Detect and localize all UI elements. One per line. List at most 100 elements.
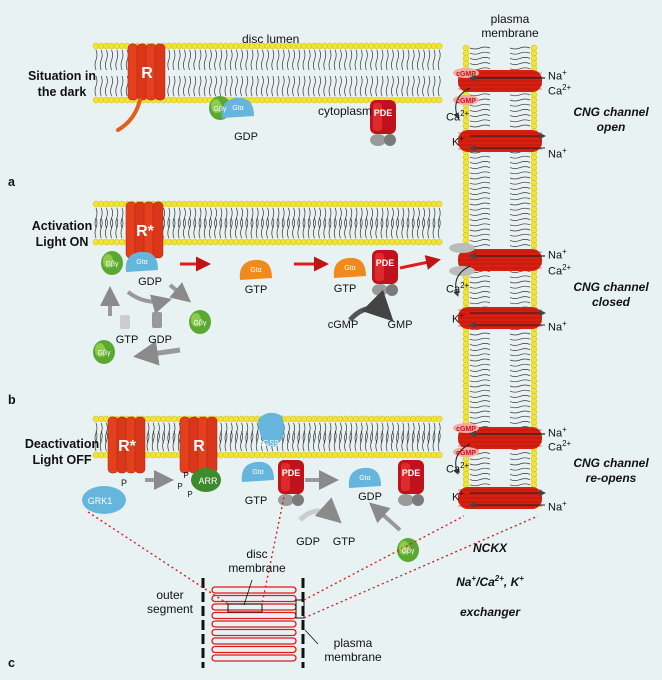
pde-label: PDE	[374, 108, 393, 118]
lipid-tail	[509, 296, 531, 299]
panel-b-title: Activation Light ON	[31, 219, 93, 249]
transducin-gbg-free	[93, 340, 115, 364]
lipid-tail	[193, 49, 197, 71]
gtp-label: GTP	[245, 284, 268, 296]
helix	[125, 201, 137, 259]
lipid-tail	[198, 75, 202, 97]
lipid-tail	[94, 75, 98, 97]
lipid-tail	[422, 217, 425, 239]
lipid-tail	[219, 422, 223, 444]
lipid-tail	[396, 217, 399, 239]
ca-arrow-b	[453, 265, 471, 297]
lipid-tail	[99, 430, 103, 452]
lipid-tail	[509, 415, 531, 419]
pde-gamma	[412, 494, 424, 506]
lipid-tail	[245, 75, 249, 97]
nckx-k-charge: +	[519, 574, 524, 583]
ion-k-a: K+	[452, 134, 465, 149]
pde-alpha	[373, 103, 382, 131]
pde-label: PDE	[402, 468, 421, 478]
lipid-tail	[427, 217, 431, 239]
helix	[134, 416, 146, 474]
plasma-membrane-label-bottom: plasma membrane	[324, 636, 382, 664]
recycle-arrow	[168, 282, 192, 303]
lipid-headgroup	[435, 415, 443, 423]
lipid-tail	[509, 166, 531, 169]
lipid-tail	[469, 462, 491, 466]
cng-channel-c	[458, 427, 542, 449]
lipid-tail	[469, 337, 491, 341]
lipid-headgroup	[435, 451, 443, 459]
lipid-tail	[313, 49, 316, 71]
g-beta-gamma-highlight	[399, 541, 409, 555]
lipid-tail	[224, 75, 228, 97]
lipid-tail	[396, 422, 399, 444]
lipid-tail	[271, 75, 275, 97]
lipid-tail	[198, 49, 202, 71]
lipid-tail	[105, 217, 108, 239]
lipid-tail	[339, 217, 342, 239]
pde-gamma	[370, 134, 386, 146]
lipid-tail	[469, 213, 491, 216]
lipid-tail	[240, 75, 243, 97]
nckx-c	[458, 487, 542, 509]
lipid-tail	[469, 155, 491, 159]
lipid-tail	[193, 217, 197, 239]
lipid-tail	[99, 49, 103, 71]
lipid-tail	[151, 430, 155, 452]
lipid-tail	[411, 217, 415, 239]
lipid-tail	[401, 430, 405, 452]
lipid-tail	[401, 422, 405, 444]
gmp-label: GMP	[387, 319, 412, 331]
g-alpha-body	[348, 467, 381, 488]
lipid-tail	[276, 217, 280, 239]
lipid-tail	[406, 430, 410, 452]
lipid-tail	[509, 483, 531, 487]
lipid-tail	[120, 49, 124, 71]
lipid-tail	[261, 217, 264, 239]
lipid-tail	[365, 217, 368, 239]
lipid-tail	[417, 75, 420, 97]
lipid-tail	[432, 75, 436, 97]
lipid-tail	[287, 49, 290, 71]
lipid-tail	[229, 217, 233, 239]
lipid-headgroup	[435, 42, 443, 50]
lipid-tail	[99, 75, 103, 97]
lipid-tail	[157, 430, 160, 452]
arrestin-label: ARR	[198, 476, 218, 486]
nckx-a	[458, 130, 542, 152]
lipid-tail	[245, 49, 249, 71]
lipid-tail	[219, 49, 223, 71]
lipid-tail	[469, 348, 491, 351]
lipid-tail	[188, 217, 191, 239]
lipid-tail	[509, 46, 531, 50]
nckx-k: K	[510, 575, 520, 589]
lipid-tail	[509, 119, 531, 123]
lipid-tail	[172, 430, 176, 452]
lipid-tail	[391, 430, 394, 452]
lipid-tail	[297, 75, 301, 97]
lipid-tail	[385, 75, 389, 97]
lipid-tail	[509, 363, 531, 367]
lipid-tail	[509, 93, 531, 97]
lipid-tail	[365, 49, 368, 71]
lipid-tail	[297, 217, 301, 239]
lipid-headgroup	[435, 200, 443, 208]
helix	[152, 201, 164, 259]
g-alpha-body	[239, 259, 272, 280]
plasma-membrane-label-top: plasma membrane	[481, 12, 539, 40]
lipid-tail	[354, 422, 358, 444]
lipid-tail	[375, 75, 379, 97]
lipid-tail	[328, 422, 332, 444]
nckx-ca: Ca	[479, 575, 495, 589]
receptor-label: R	[193, 438, 205, 455]
nucleotide-exchange-arrow	[298, 497, 342, 524]
lipid-tail	[313, 217, 316, 239]
lipid-tail	[359, 430, 363, 452]
g-alpha-label: Gtα	[250, 267, 261, 274]
lipid-tail	[250, 217, 254, 239]
lipid-headgroup	[435, 238, 443, 246]
lipid-tail	[509, 223, 531, 227]
lipid-tail	[509, 369, 531, 372]
g-alpha-body	[241, 461, 274, 482]
